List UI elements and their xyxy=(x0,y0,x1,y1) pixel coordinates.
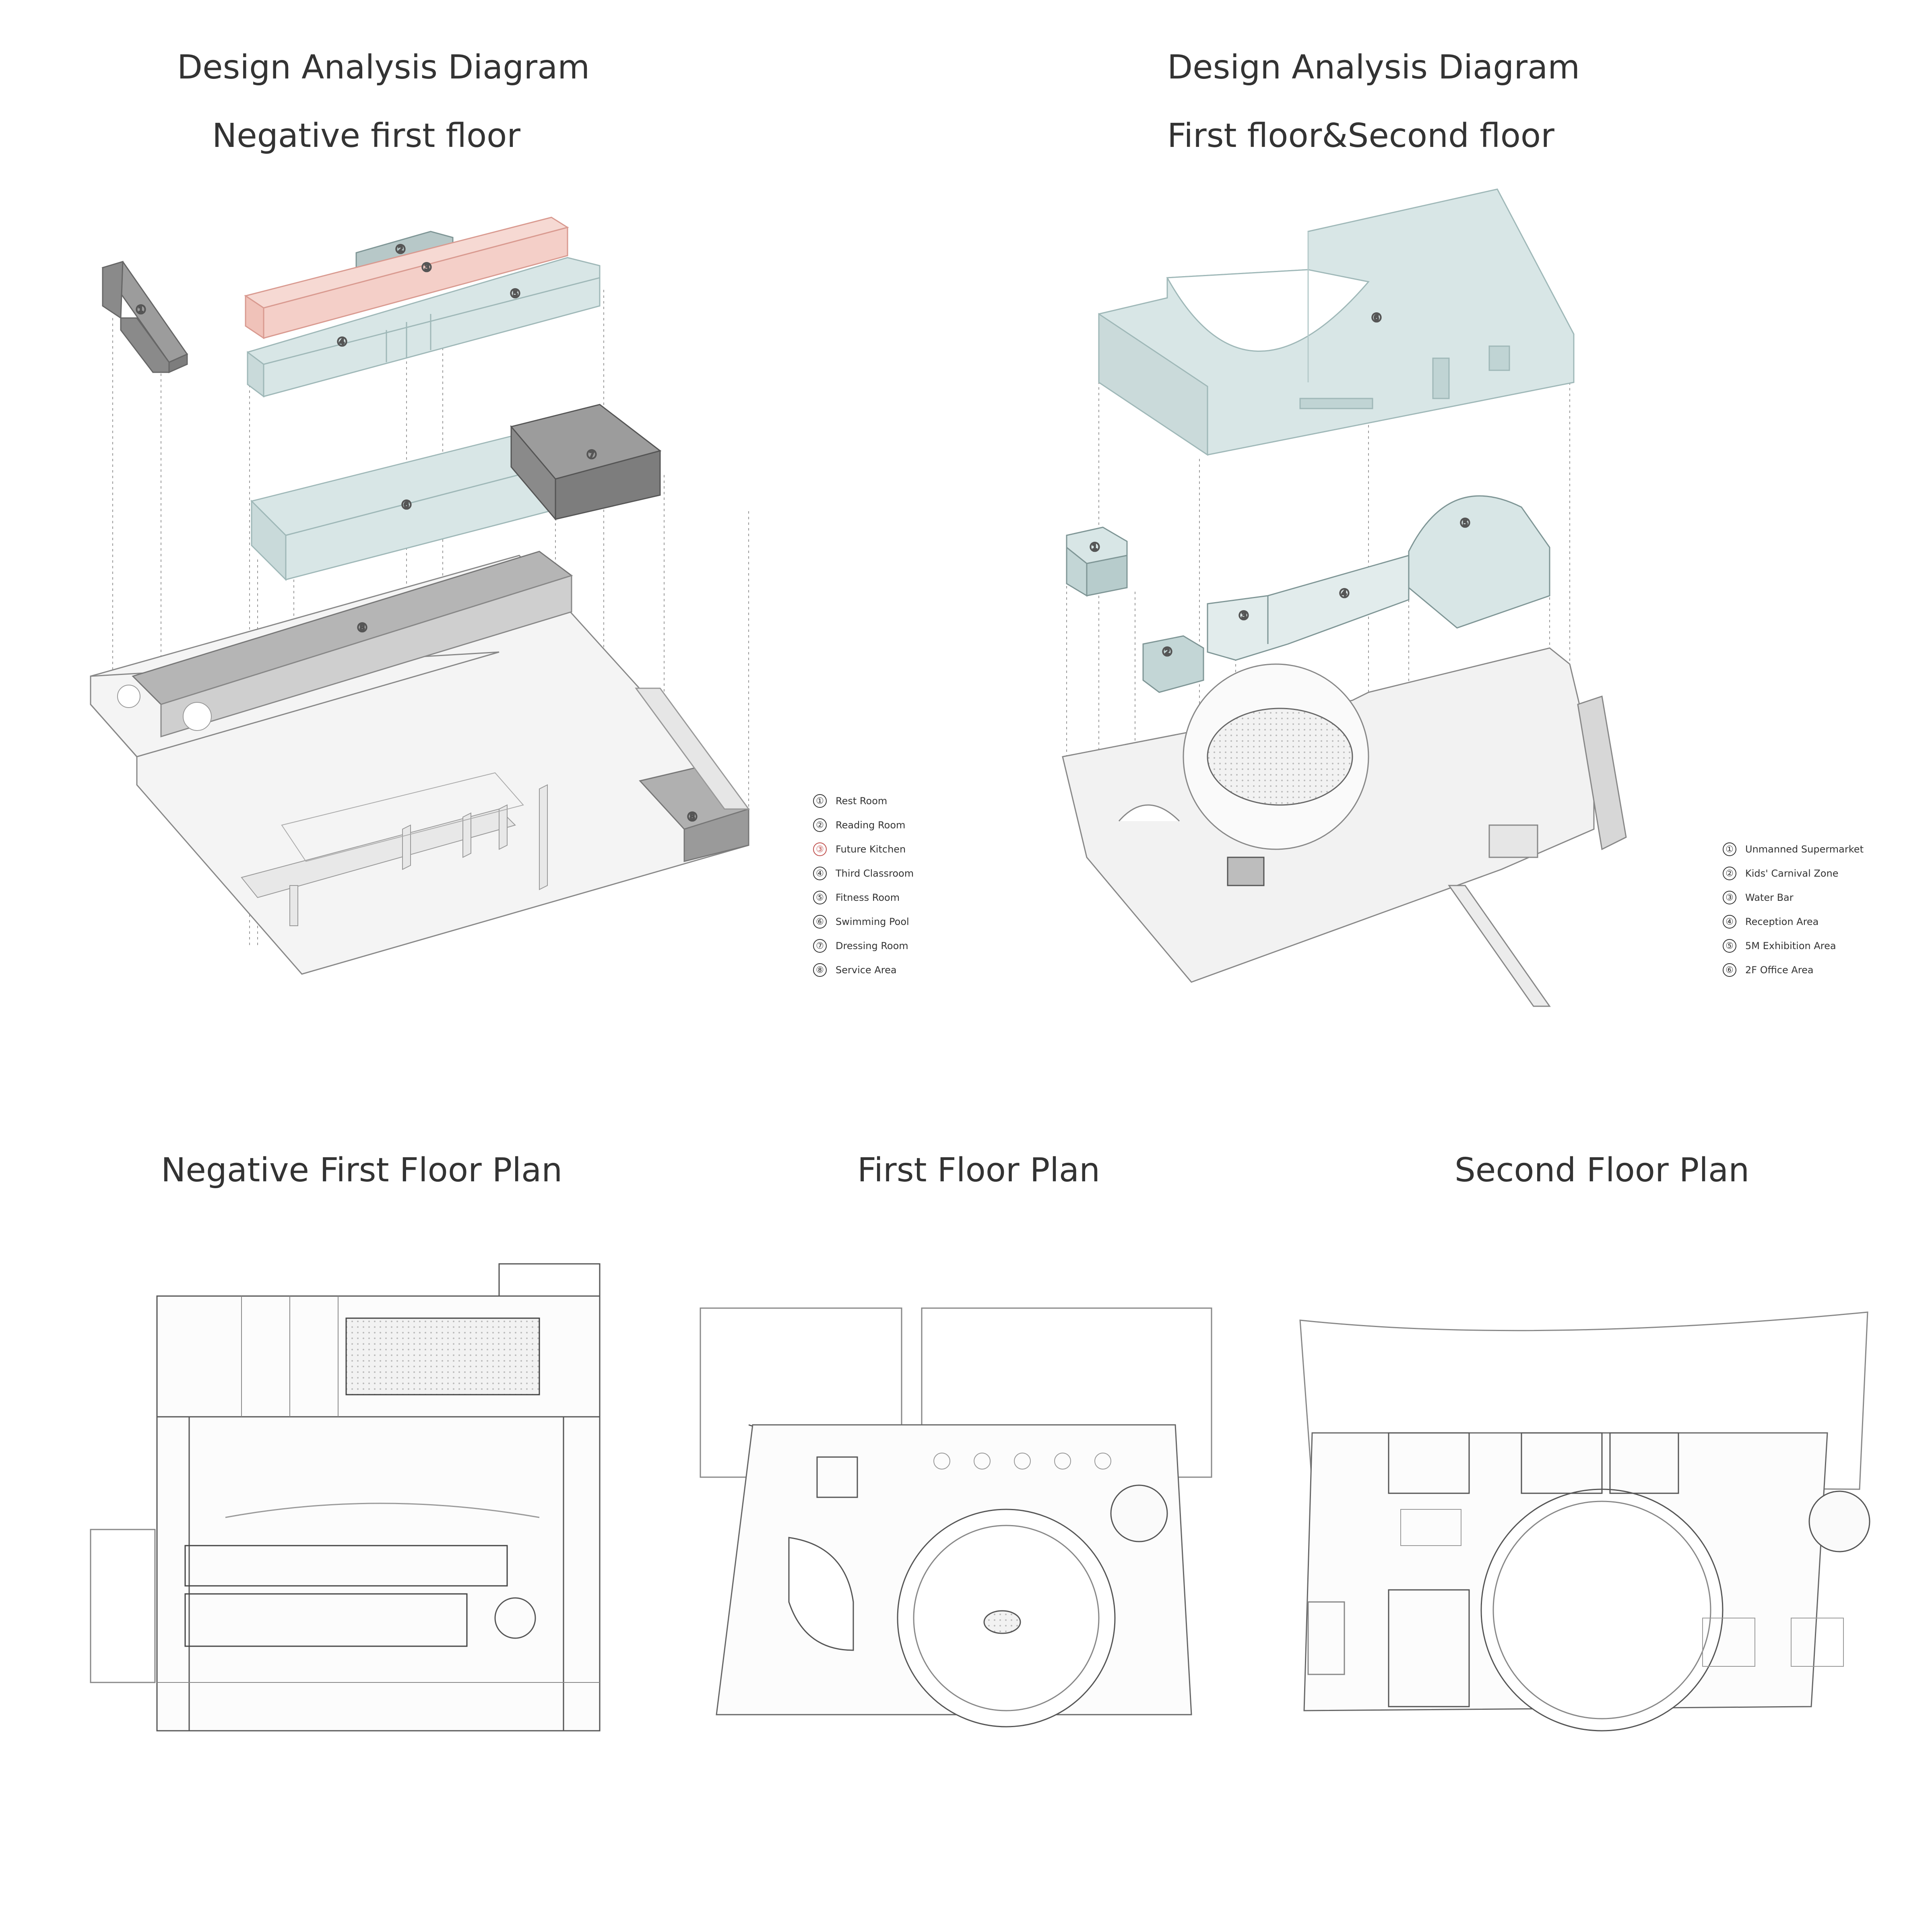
block-5m-exhibition xyxy=(1408,495,1550,629)
label-third-classroom: ④ xyxy=(337,335,348,349)
legend-label: 5M Exhibition Area xyxy=(1745,940,1836,952)
legend-left: ① Rest Room ② Reading Room ③ Future Kitchen… xyxy=(813,789,914,982)
legend-label: Third Classroom xyxy=(836,868,914,879)
legend-num: ⑥ xyxy=(1723,963,1736,977)
legend-num: ⑧ xyxy=(813,963,827,977)
legend-num: ③ xyxy=(813,842,827,856)
label-swimming-pool: ⑥ xyxy=(401,498,412,512)
block-future-kitchen xyxy=(244,217,569,339)
block-water-bar-reception xyxy=(1207,555,1410,661)
legend-left-item-3: ③ Future Kitchen xyxy=(813,837,914,861)
label-service-area-top: ⑧ xyxy=(357,621,368,635)
legend-left-item-1: ① Rest Room xyxy=(813,789,914,813)
legend-label: Reception Area xyxy=(1745,916,1819,927)
title-left-heading: Design Analysis Diagram xyxy=(177,48,590,87)
legend-label: Water Bar xyxy=(1745,892,1794,903)
legend-label: Future Kitchen xyxy=(836,844,906,855)
label-reading-room: ② xyxy=(395,243,406,257)
label-water-bar: ③ xyxy=(1238,609,1249,623)
title-left-subheading: Negative first floor xyxy=(212,117,521,155)
label-5m-exhibition: ⑤ xyxy=(1460,516,1471,530)
label-dressing-room: ⑦ xyxy=(586,448,597,462)
legend-right-item-1: ① Unmanned Supermarket xyxy=(1723,837,1864,861)
title-first-floor-plan: First Floor Plan xyxy=(857,1151,1100,1189)
legend-left-item-7: ⑦ Dressing Room xyxy=(813,934,914,958)
title-right-subheading: First floor&Second floor xyxy=(1167,117,1554,155)
title-second-floor-plan: Second Floor Plan xyxy=(1454,1151,1750,1189)
label-fitness-room: ⑤ xyxy=(510,287,521,301)
legend-label: Service Area xyxy=(836,964,897,976)
legend-label: Unmanned Supermarket xyxy=(1745,844,1864,855)
legend-label: Rest Room xyxy=(836,795,888,807)
block-dressing-room xyxy=(510,404,662,521)
legend-num: ⑤ xyxy=(813,891,827,904)
legend-num: ① xyxy=(813,794,827,808)
base-slab xyxy=(90,551,750,975)
legend-label: Fitness Room xyxy=(836,892,900,903)
title-neg-floor-plan: Negative First Floor Plan xyxy=(161,1151,563,1189)
plan-second xyxy=(1299,1311,1870,1732)
label-reception-area: ④ xyxy=(1339,587,1350,601)
legend-right-item-4: ④ Reception Area xyxy=(1723,910,1864,934)
title-right-heading: Design Analysis Diagram xyxy=(1167,48,1580,87)
block-kids-carnival xyxy=(1142,635,1204,693)
legend-label: Dressing Room xyxy=(836,940,908,952)
legend-left-item-2: ② Reading Room xyxy=(813,813,914,837)
legend-right: ① Unmanned Supermarket ② Kids' Carnival Zo… xyxy=(1723,837,1864,982)
block-unmanned-supermarket xyxy=(1066,526,1128,597)
label-2f-office: ⑥ xyxy=(1371,311,1382,325)
plan-first xyxy=(700,1307,1212,1728)
legend-left-item-5: ⑤ Fitness Room xyxy=(813,886,914,910)
block-rest-room xyxy=(101,260,188,374)
legend-num: ① xyxy=(1723,842,1736,856)
right-base-slab xyxy=(1062,647,1627,1007)
legend-label: Swimming Pool xyxy=(836,916,909,927)
legend-num: ⑤ xyxy=(1723,939,1736,953)
legend-num: ③ xyxy=(1723,891,1736,904)
left-axonometric: ① ② ③ ④ ⑤ ⑥ ⑦ ⑧ ⑧ xyxy=(90,217,750,975)
legend-left-item-4: ④ Third Classroom xyxy=(813,861,914,886)
legend-label: Kids' Carnival Zone xyxy=(1745,868,1839,879)
plan-negative-first xyxy=(90,1263,601,1732)
block-2f-office xyxy=(1098,188,1575,456)
block-swimming-pool xyxy=(250,434,550,581)
legend-left-item-8: ⑧ Service Area xyxy=(813,958,914,982)
label-future-kitchen: ③ xyxy=(421,261,432,275)
legend-right-item-6: ⑥ 2F Office Area xyxy=(1723,958,1864,982)
legend-num: ⑦ xyxy=(813,939,827,953)
label-service-area-right: ⑧ xyxy=(687,810,698,824)
legend-right-item-5: ⑤ 5M Exhibition Area xyxy=(1723,934,1864,958)
legend-label: 2F Office Area xyxy=(1745,964,1814,976)
legend-num: ⑥ xyxy=(813,915,827,929)
block-classroom-fitness xyxy=(247,257,601,398)
legend-right-item-2: ② Kids' Carnival Zone xyxy=(1723,861,1864,886)
label-unmanned-supermarket: ① xyxy=(1090,541,1100,555)
legend-num: ② xyxy=(1723,867,1736,880)
legend-right-item-3: ③ Water Bar xyxy=(1723,886,1864,910)
legend-label: Reading Room xyxy=(836,819,906,831)
legend-num: ④ xyxy=(813,867,827,880)
legend-left-item-6: ⑥ Swimming Pool xyxy=(813,910,914,934)
right-axonometric: ① ② ③ ④ ⑤ ⑥ xyxy=(1062,188,1627,1007)
label-rest-room: ① xyxy=(136,303,147,317)
label-kids-carnival: ② xyxy=(1162,645,1173,659)
left-block-labels: ① ② ③ ④ ⑤ ⑥ ⑦ ⑧ ⑧ xyxy=(135,242,698,825)
legend-num: ④ xyxy=(1723,915,1736,929)
right-block-labels: ① ② ③ ④ ⑤ ⑥ xyxy=(1089,310,1471,660)
legend-num: ② xyxy=(813,818,827,832)
